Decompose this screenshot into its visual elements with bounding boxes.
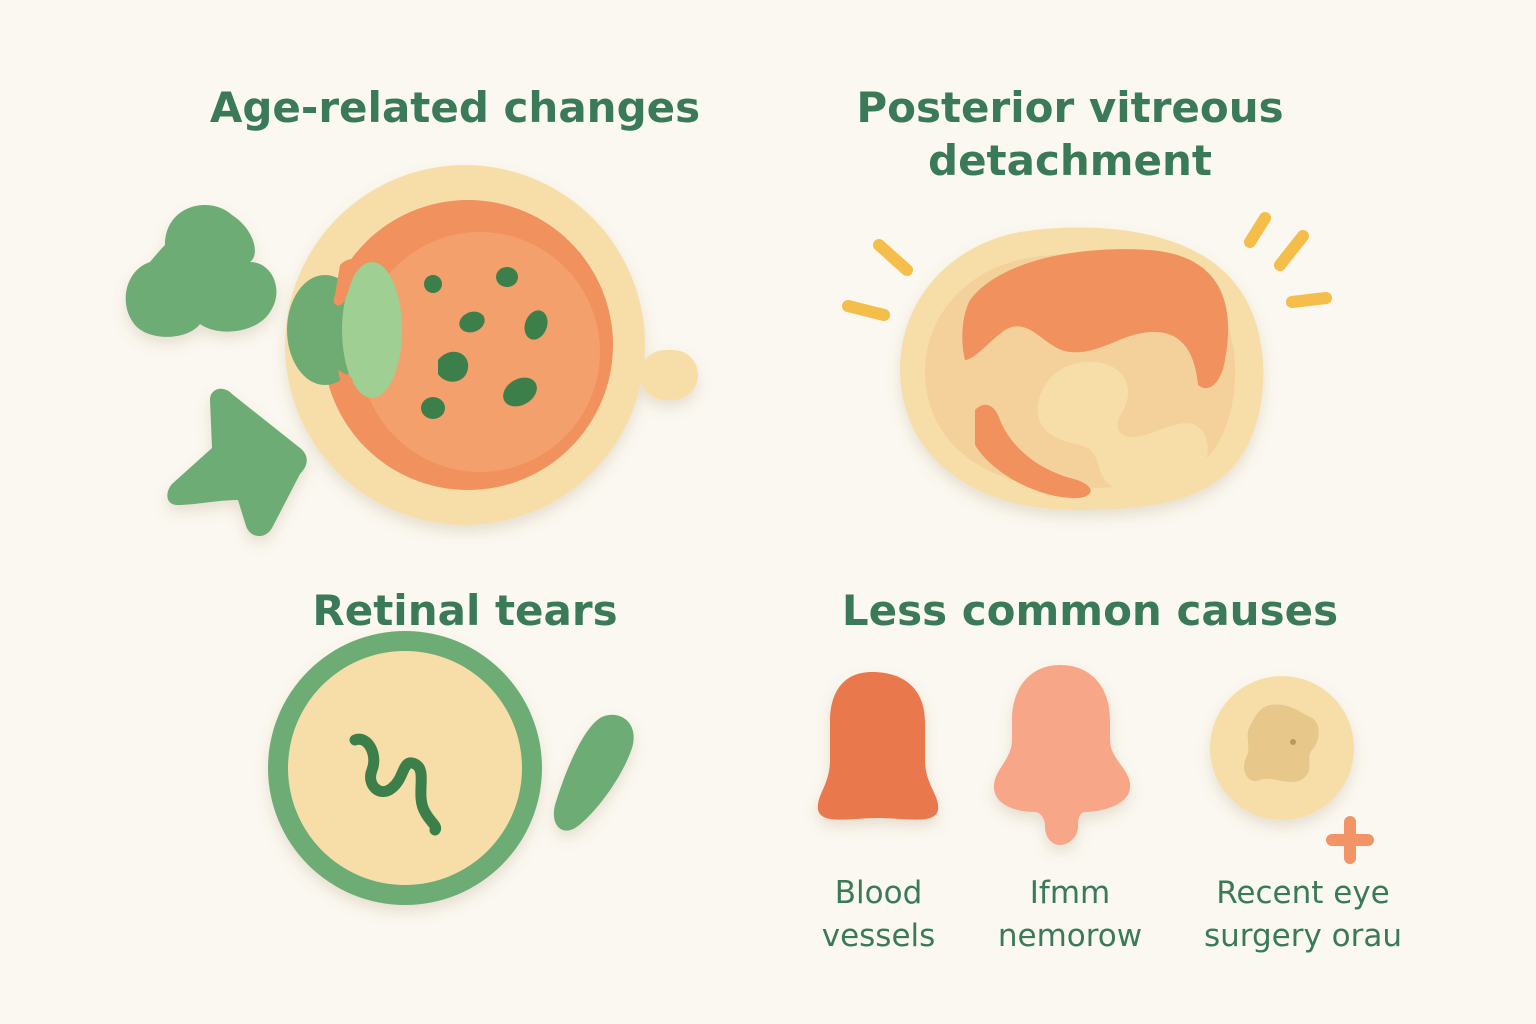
green-arrow-icon [167, 388, 307, 537]
section-title-less-common: Less common causes [841, 586, 1339, 635]
bell-shape-icon [993, 665, 1131, 845]
section-title-pvd: Posterior vitreous detachment [820, 82, 1320, 187]
section-title-retinal-tears: Retinal tears [312, 586, 618, 635]
ring-icon [1210, 676, 1354, 820]
caption-blood-vessels: Blood vessels [796, 872, 961, 958]
caption-line: vessels [821, 917, 936, 954]
retina-tear-icon [268, 631, 542, 905]
caption-ifmm: Ifmm nemorow [960, 872, 1180, 958]
eye-cross-section-icon [285, 165, 698, 525]
section-title-pvd-line1: Posterior vitreous [856, 83, 1284, 132]
caption-line: Recent eye [1216, 875, 1390, 911]
plus-icon [1326, 816, 1374, 864]
section-title-age-related: Age-related changes [209, 83, 701, 132]
caption-line: Blood [834, 875, 923, 911]
caption-recent-eye-surgery: Recent eye surgery orau [1178, 872, 1428, 958]
caption-line: Ifmm [1029, 875, 1111, 911]
caption-line: surgery orau [1203, 917, 1403, 954]
blood-vessels-icon [817, 672, 939, 820]
section-title-pvd-line2: detachment [928, 135, 1212, 185]
green-blob-icon [125, 205, 277, 337]
bean-icon [553, 714, 634, 831]
sparkle-icon [842, 212, 1332, 321]
caption-line: nemorow [997, 917, 1143, 954]
floaters-icon [421, 267, 548, 419]
detached-eye-icon [900, 227, 1264, 510]
